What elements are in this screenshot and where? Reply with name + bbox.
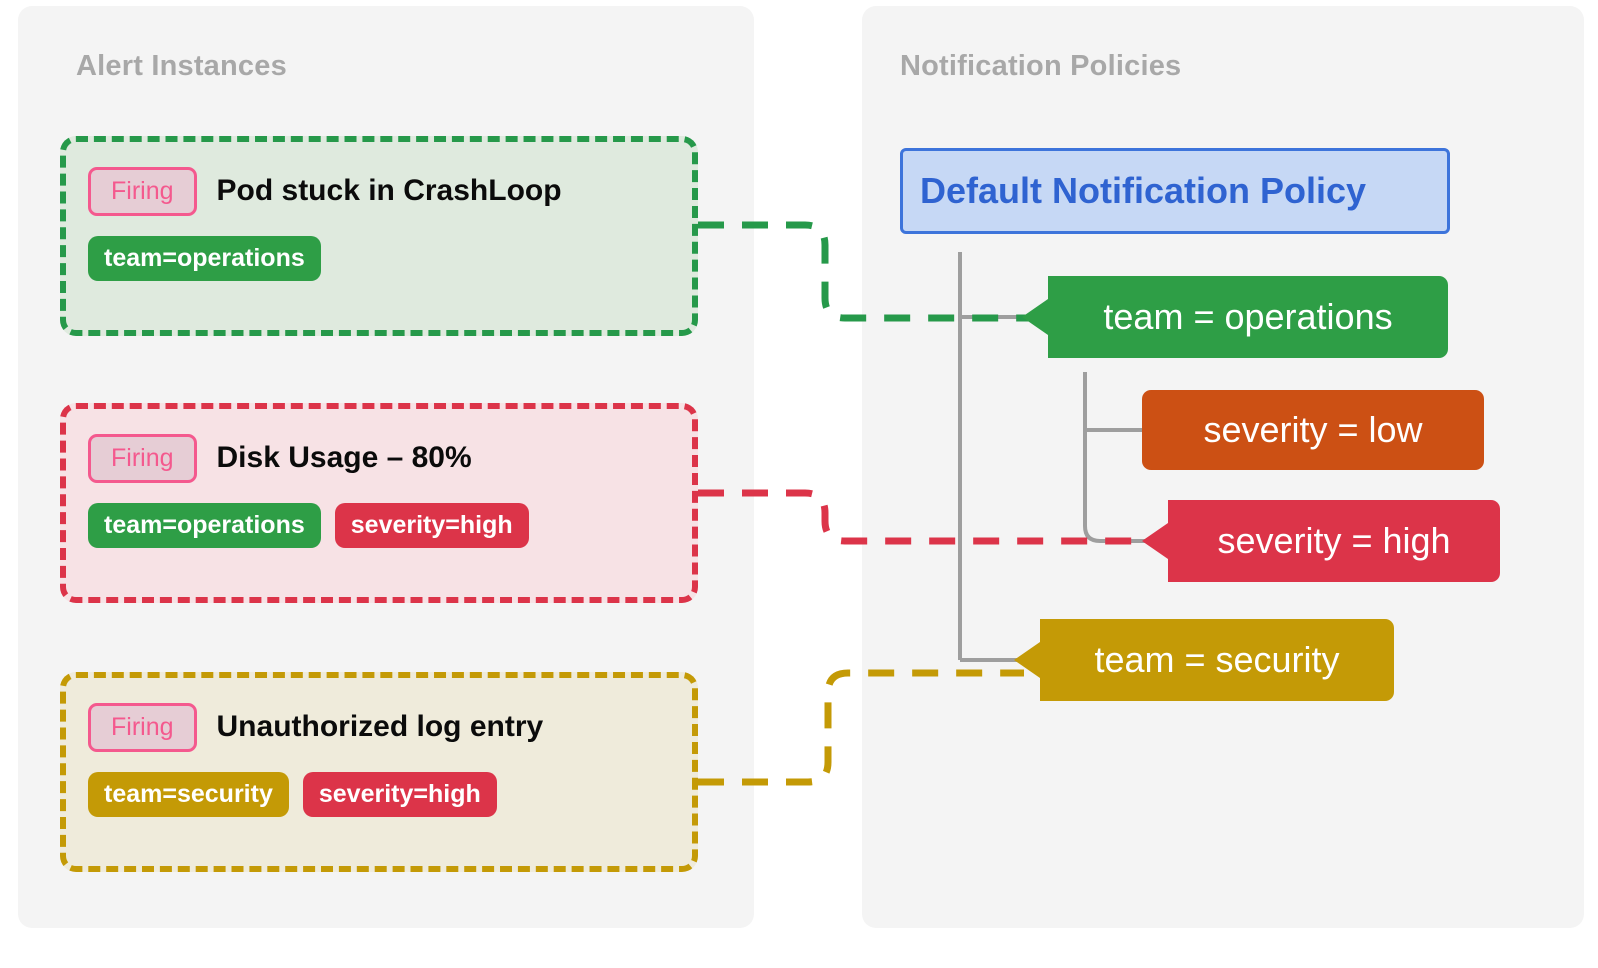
policy-matcher-severity-low[interactable]: severity = low [1142,390,1484,470]
alert-title: Pod stuck in CrashLoop [216,174,562,207]
policy-matcher-label: severity = high [1217,520,1451,561]
alert-label-chip: team=operations [88,236,321,281]
alert-label-list: team=operations [88,236,670,281]
alert-instance-card[interactable]: Firing Pod stuck in CrashLoop team=opera… [60,136,698,336]
policy-matcher-label: team = security [1094,639,1340,680]
alert-card-header: Firing Pod stuck in CrashLoop [88,160,670,222]
alert-title: Disk Usage – 80% [216,441,472,474]
policy-matcher-label: severity = low [1203,409,1423,450]
alert-label-chip: team=operations [88,503,321,548]
alert-label-chip: severity=high [302,772,497,817]
alert-card-header: Firing Disk Usage – 80% [88,427,670,489]
status-badge-firing: Firing [88,702,197,752]
alert-label-chip: severity=high [334,503,529,548]
alert-instance-card[interactable]: Firing Unauthorized log entry team=secur… [60,672,698,872]
alert-instances-title: Alert Instances [76,50,287,82]
alert-label-list: team=security severity=high [88,772,670,817]
notification-policies-title: Notification Policies [900,50,1182,82]
alert-label-list: team=operations severity=high [88,503,670,548]
policy-matcher-team-security[interactable]: team = security [1014,619,1394,701]
policy-matcher-team-operations[interactable]: team = operations [1022,276,1448,358]
policy-matcher-label: team = operations [1103,296,1393,337]
alert-instance-card[interactable]: Firing Disk Usage – 80% team=operations … [60,403,698,603]
default-notification-policy-box[interactable]: Default Notification Policy [900,148,1450,234]
status-badge-firing: Firing [88,433,197,483]
alert-label-chip: team=security [88,772,289,817]
status-badge-firing: Firing [88,166,197,216]
alert-title: Unauthorized log entry [216,710,544,743]
alert-card-header: Firing Unauthorized log entry [88,696,670,758]
default-notification-policy-label: Default Notification Policy [920,170,1367,211]
policy-matcher-severity-high[interactable]: severity = high [1142,500,1500,582]
